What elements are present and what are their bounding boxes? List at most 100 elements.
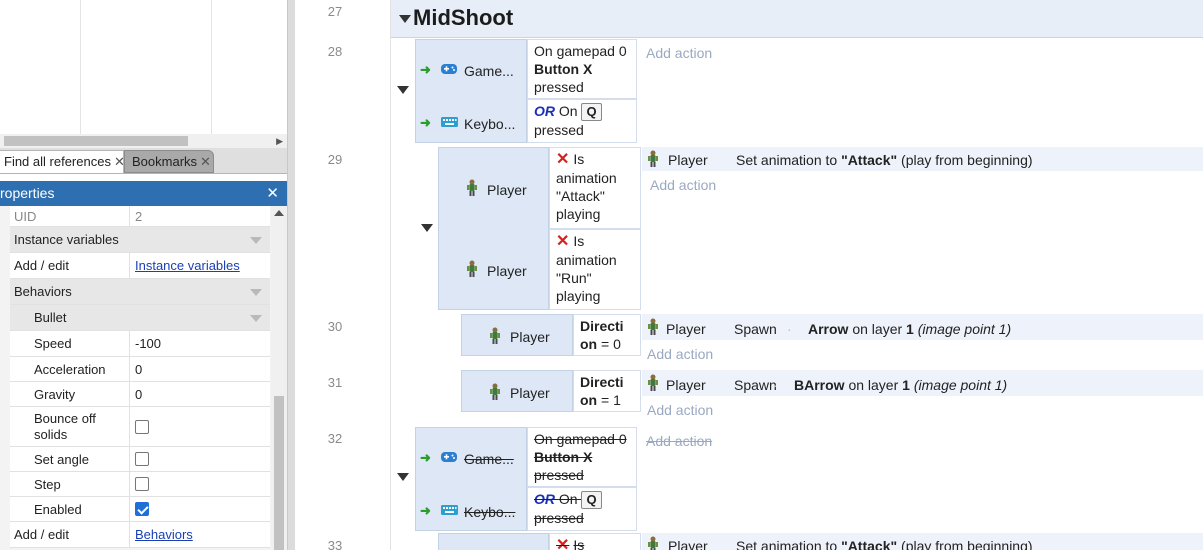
condition-keyboard-key[interactable]: OR On Q pressed — [527, 487, 637, 531]
event-row-32-disabled[interactable]: ➜ Game... ➜ Keybo... On gamepad 0 Button… — [391, 426, 1203, 532]
group-behaviors[interactable]: Behaviors — [10, 279, 270, 305]
add-action-link[interactable]: Add action — [650, 177, 717, 193]
properties-header: roperties ✕ — [0, 181, 287, 206]
left-panel: ▶ Find all references✕ Bookmarks✕ ropert… — [0, 0, 287, 550]
action-object-name: Player — [666, 377, 706, 393]
action-param: 1 — [906, 321, 914, 337]
chevron-down-icon[interactable] — [250, 236, 262, 244]
acceleration-input[interactable]: 0 — [135, 361, 143, 377]
panel-splitter[interactable] — [287, 0, 295, 550]
event-row-31[interactable]: Player Directi on = 1 Player Spawn · BAr… — [461, 370, 1203, 422]
condition-text: pressed — [534, 467, 584, 483]
instance-variables-link[interactable]: Instance variables — [135, 258, 240, 273]
action-param: "Attack" — [841, 538, 898, 550]
group-instance-variables[interactable]: Instance variables — [10, 227, 270, 253]
set-angle-checkbox[interactable] — [135, 452, 149, 466]
trigger-arrow-icon: ➜ — [420, 450, 431, 465]
condition-text: animation — [556, 170, 617, 186]
scrollbar-thumb[interactable] — [274, 396, 284, 550]
horizontal-scrollbar[interactable]: ▶ — [0, 134, 287, 148]
condition-text: On gamepad 0 — [534, 431, 627, 447]
tab-bookmarks[interactable]: Bookmarks✕ — [124, 150, 214, 173]
action-text: Set animation to "Attack" (play from beg… — [736, 151, 1033, 169]
step-checkbox[interactable] — [135, 477, 149, 491]
vertical-scrollbar[interactable] — [271, 206, 287, 550]
condition-object-name: Keybo... — [464, 504, 516, 520]
gamepad-icon — [441, 452, 457, 462]
behaviors-link[interactable]: Behaviors — [135, 527, 193, 542]
condition-text: Directi — [580, 374, 624, 390]
or-keyword: OR — [534, 491, 555, 507]
speed-input[interactable]: -100 — [135, 336, 162, 351]
event-row-33[interactable]: ✕Is Player Set animation to "Attack" (pl… — [438, 533, 1203, 550]
property-key: Speed — [10, 331, 130, 356]
add-action-link[interactable]: Add action — [647, 402, 714, 418]
condition-is-animation[interactable]: ✕Is — [549, 533, 641, 550]
action-set-animation[interactable]: Player Set animation to "Attack" (play f… — [642, 533, 1203, 550]
condition-text: pressed — [534, 79, 584, 95]
properties-table: UID 2 Instance variables Add / edit Inst… — [0, 206, 287, 550]
condition-is-animation-playing[interactable]: ✕Is animation "Run" playing — [549, 229, 641, 310]
event-sheet: 27 28 29 30 31 32 33 MidShoot ➜ Game... … — [295, 0, 1203, 550]
line-number: 32 — [327, 431, 343, 446]
property-key: Bounce off solids — [10, 407, 130, 446]
collapse-toggle-icon[interactable] — [399, 15, 411, 23]
group-bullet[interactable]: Bullet — [10, 305, 270, 331]
action-object-name: Player — [668, 538, 708, 550]
close-icon[interactable]: ✕ — [113, 154, 125, 169]
condition-text: Button X — [534, 61, 593, 77]
line-number: 29 — [327, 152, 343, 167]
add-action-link[interactable]: Add action — [646, 45, 713, 61]
condition-direction[interactable]: Directi on = 0 — [573, 314, 641, 356]
bounce-off-solids-checkbox[interactable] — [135, 419, 149, 434]
scrollbar-thumb[interactable] — [4, 136, 188, 146]
key-badge: Q — [581, 491, 602, 509]
action-spawn[interactable]: Player Spawn · BArrow on layer 1 (image … — [642, 370, 1203, 396]
close-icon[interactable]: ✕ — [266, 185, 279, 202]
condition-text: On gamepad 0 — [534, 43, 627, 59]
condition-objects-block: ➜ Game... ➜ Keybo... — [415, 427, 527, 531]
condition-object-name: Player — [487, 182, 527, 198]
add-action-link[interactable]: Add action — [646, 433, 713, 449]
chevron-down-icon[interactable] — [250, 288, 262, 296]
condition-gamepad-button[interactable]: On gamepad 0 Button X pressed — [527, 427, 637, 487]
condition-text: Is — [573, 151, 585, 167]
add-action-link[interactable]: Add action — [647, 346, 714, 362]
condition-gamepad-button[interactable]: On gamepad 0 Button X pressed — [527, 39, 637, 99]
tab-find-all-references[interactable]: Find all references✕ — [0, 150, 125, 173]
collapse-toggle-icon[interactable] — [397, 86, 409, 94]
condition-text: On — [558, 103, 578, 119]
enabled-checkbox[interactable] — [135, 502, 149, 516]
condition-direction[interactable]: Directi on = 1 — [573, 370, 641, 412]
tree-column-divider — [80, 0, 81, 134]
condition-text: Directi — [580, 318, 624, 334]
line-number: 27 — [327, 4, 343, 19]
action-text: BArrow on layer 1 (image point 1) — [794, 376, 1007, 394]
gutter-divider — [390, 0, 391, 550]
property-row-enabled: Enabled — [10, 497, 270, 522]
event-row-29[interactable]: Player Player ✕Is animation "Attack" pla… — [421, 147, 1203, 311]
invert-x-icon: ✕ — [556, 537, 570, 550]
event-group-midshoot[interactable]: MidShoot — [391, 0, 1203, 38]
collapse-toggle-icon[interactable] — [397, 473, 409, 481]
gravity-input[interactable]: 0 — [135, 386, 143, 402]
chevron-down-icon[interactable] — [250, 314, 262, 322]
condition-text: = 1 — [597, 392, 621, 408]
scroll-right-arrow-icon[interactable]: ▶ — [276, 136, 283, 146]
player-sprite-icon — [467, 260, 477, 277]
action-set-animation[interactable]: Player Set animation to "Attack" (play f… — [642, 147, 1203, 171]
action-spawn[interactable]: Player Spawn · Arrow on layer 1 (image p… — [642, 314, 1203, 340]
collapse-toggle-icon[interactable] — [421, 224, 433, 232]
condition-object-name: Game... — [464, 451, 514, 467]
condition-keyboard-key[interactable]: OR On Q pressed — [527, 99, 637, 143]
barrow-sprite-icon: · — [773, 377, 778, 393]
trigger-arrow-icon: ➜ — [420, 503, 431, 518]
key-badge: Q — [581, 103, 602, 121]
close-icon[interactable]: ✕ — [200, 154, 211, 169]
event-row-30[interactable]: Player Directi on = 0 Player Spawn · Arr… — [461, 314, 1203, 366]
scroll-up-arrow-icon[interactable] — [274, 210, 284, 216]
line-number: 28 — [327, 44, 343, 59]
condition-is-animation-playing[interactable]: ✕Is animation "Attack" playing — [549, 147, 641, 229]
property-row-bounce-off-solids: Bounce off solids — [10, 407, 270, 447]
event-row-28[interactable]: ➜ Game... ➜ Keybo... On gamepad 0 Button… — [391, 38, 1203, 145]
